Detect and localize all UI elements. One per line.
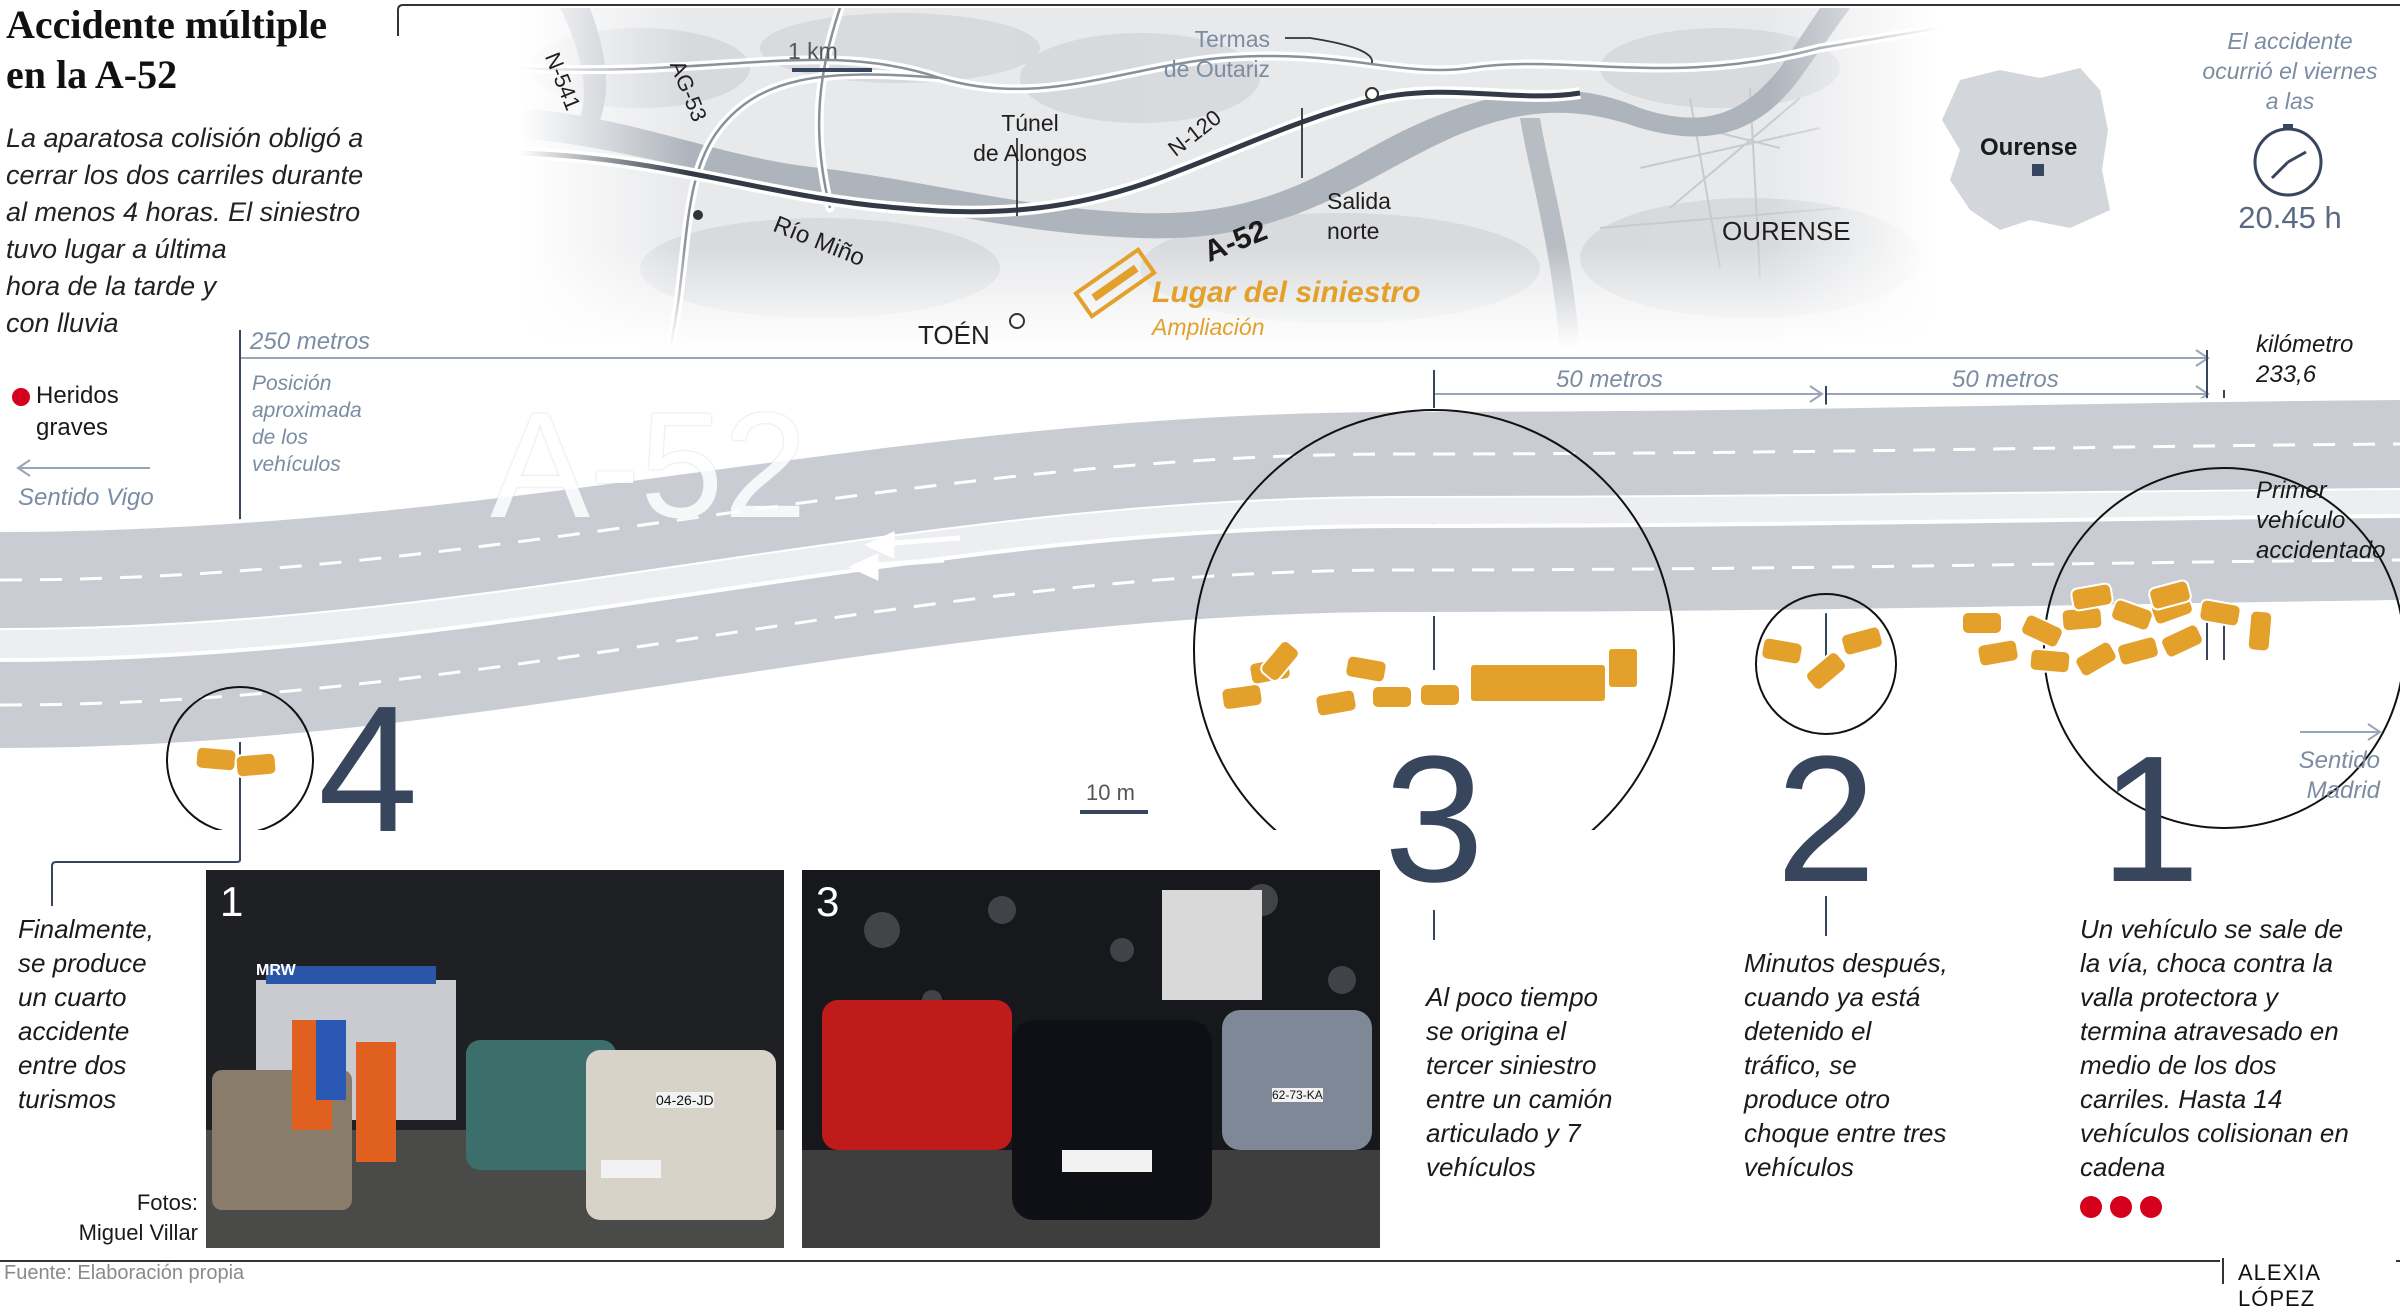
distance-50b-label: 50 metros: [1952, 366, 2059, 393]
location-map: [520, 8, 1940, 348]
photo-3-illustration: [802, 870, 1380, 1248]
accident-number-1: 1: [2100, 719, 2201, 920]
injured-dot: [2080, 1196, 2102, 1218]
page-title: Accidente múltiple en la A-52: [6, 2, 328, 97]
direction-madrid-label: Sentido Madrid: [2298, 747, 2380, 804]
salida-label: Salida norte: [1327, 188, 1391, 244]
toen-label: TOÉN: [918, 320, 990, 350]
caption-accident-2: Minutos después, cuando ya está detenido…: [1744, 948, 1948, 1182]
photo-accident-3: 3 6294 CNC 62-73-KA: [802, 870, 1380, 1248]
source-note: Fuente: Elaboración propia: [4, 1262, 245, 1284]
caption-leaders: [51, 830, 1827, 940]
injured-legend-dot: [12, 388, 30, 406]
plate-3: 62-73-KA: [1272, 1088, 1323, 1102]
road-diagram: [0, 330, 2400, 830]
map-scale-label: 1 km: [788, 38, 838, 64]
accident-site-label: Lugar del siniestro: [1152, 276, 1421, 309]
distance-250-label: 250 metros: [250, 328, 371, 355]
footer-rule: [0, 1260, 2400, 1262]
photo-1-illustration: [206, 870, 784, 1248]
injured-dot: [2140, 1196, 2162, 1218]
author-divider: [2222, 1258, 2224, 1284]
accident-number-4: 4: [318, 669, 419, 870]
road-name-watermark: A-52: [490, 381, 807, 549]
injured-legend-label: Heridos graves: [36, 382, 119, 441]
time-intro: El accidente ocurrió el viernes a las: [2202, 28, 2378, 114]
clock-icon: [2253, 124, 2323, 197]
ourense-map-label: OURENSE: [1722, 216, 1851, 246]
photo-credit: Fotos: Miguel Villar: [78, 1190, 198, 1245]
accident-number-3: 3: [1384, 719, 1485, 920]
author-box: [2220, 1260, 2396, 1286]
header-frame: [397, 4, 2400, 36]
vehicle-group: [194, 579, 2274, 779]
injured-dot: [2110, 1196, 2132, 1218]
position-note: Posición aproximada de los vehículos: [252, 372, 362, 476]
photo-accident-4: 1 MRW 04-26-JD: [206, 870, 784, 1248]
km-label: kilómetro 233,6: [2256, 331, 2354, 388]
author-credit: ALEXIA LÓPEZ: [2238, 1260, 2320, 1311]
van-logo-text: MRW: [256, 962, 296, 979]
scale-10m-label: 10 m: [1086, 780, 1135, 805]
galicia-locator-map: [1942, 68, 2110, 230]
locator-city-label: Ourense: [1980, 134, 2078, 161]
plate-2: 6294 CNC: [1068, 1200, 1129, 1215]
enlargement-label: Ampliación: [1152, 314, 1265, 340]
distance-50a-label: 50 metros: [1556, 366, 1663, 393]
photo-1-number: 1: [220, 878, 244, 925]
termas-label: Termas de Outariz: [1163, 26, 1270, 82]
accident-number-2: 2: [1776, 719, 1877, 920]
tunnel-label: Túnel de Alongos: [973, 110, 1087, 166]
first-vehicle-label: Primer vehículo accidentado: [2256, 477, 2386, 564]
plate-1: 04-26-JD: [656, 1092, 714, 1108]
photo-3-number: 3: [816, 878, 840, 925]
intro-text: La aparatosa colisión obligó a cerrar lo…: [6, 123, 364, 338]
accident-time: 20.45 h: [2238, 200, 2342, 235]
direction-vigo-label: Sentido Vigo: [18, 484, 154, 511]
caption-accident-4: Finalmente, se produce un cuarto acciden…: [18, 914, 154, 1114]
caption-accident-1: Un vehículo se sale de la vía, choca con…: [2080, 914, 2349, 1182]
caption-accident-3: Al poco tiempo se origina el tercer sini…: [1426, 982, 1613, 1182]
